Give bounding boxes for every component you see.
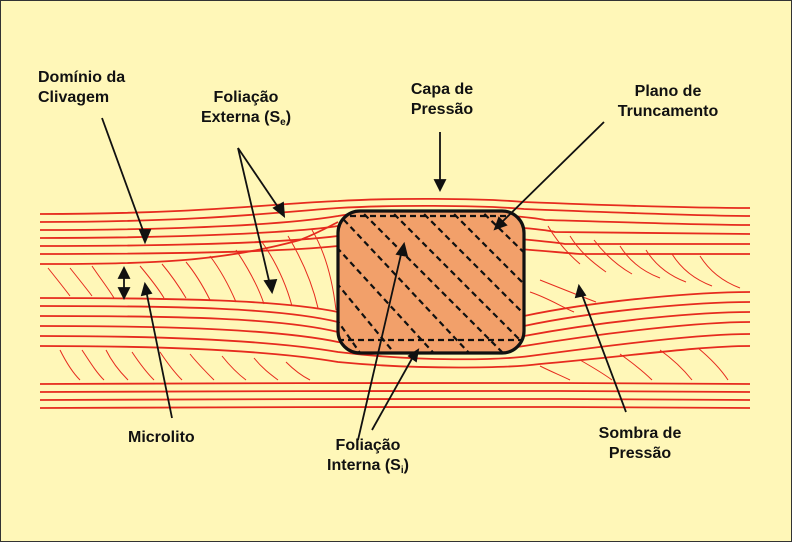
label-capa-line1: Capa de [411, 80, 473, 100]
label-foliacao-externa-suffix: ) [286, 109, 291, 126]
label-plano-de-truncamento: Plano de Truncamento [618, 82, 718, 122]
label-foliacao-externa-prefix: Externa (S [201, 109, 280, 126]
porphyroblast [330, 200, 540, 370]
label-dominio-da-clivagem: Domínio da Clivagem [38, 68, 125, 108]
label-sombra-de-pressao: Sombra de Pressão [599, 424, 682, 464]
label-sombra-line2: Pressão [599, 444, 682, 464]
label-microlito-text: Microlito [128, 429, 195, 446]
label-foliacao-interna-line1: Foliação [327, 436, 409, 456]
label-sombra-line1: Sombra de [599, 424, 682, 444]
label-foliacao-externa: Foliação Externa (Se) [201, 88, 291, 133]
label-foliacao-externa-line1: Foliação [201, 88, 291, 108]
label-capa-de-pressao: Capa de Pressão [411, 80, 473, 120]
label-capa-line2: Pressão [411, 100, 473, 120]
lower-foliation-lines [40, 383, 750, 408]
label-foliacao-externa-line2: Externa (Se) [201, 108, 291, 133]
label-dominio-line1: Domínio da [38, 68, 125, 88]
label-foliacao-interna-prefix: Interna (S [327, 457, 401, 474]
label-plano-line1: Plano de [618, 82, 718, 102]
label-foliacao-interna: Foliação Interna (Si) [327, 436, 409, 481]
label-foliacao-interna-line2: Interna (Si) [327, 456, 409, 481]
label-plano-line2: Truncamento [618, 102, 718, 122]
label-microlito: Microlito [128, 428, 195, 448]
label-foliacao-interna-suffix: ) [404, 457, 409, 474]
label-dominio-line2: Clivagem [38, 88, 125, 108]
